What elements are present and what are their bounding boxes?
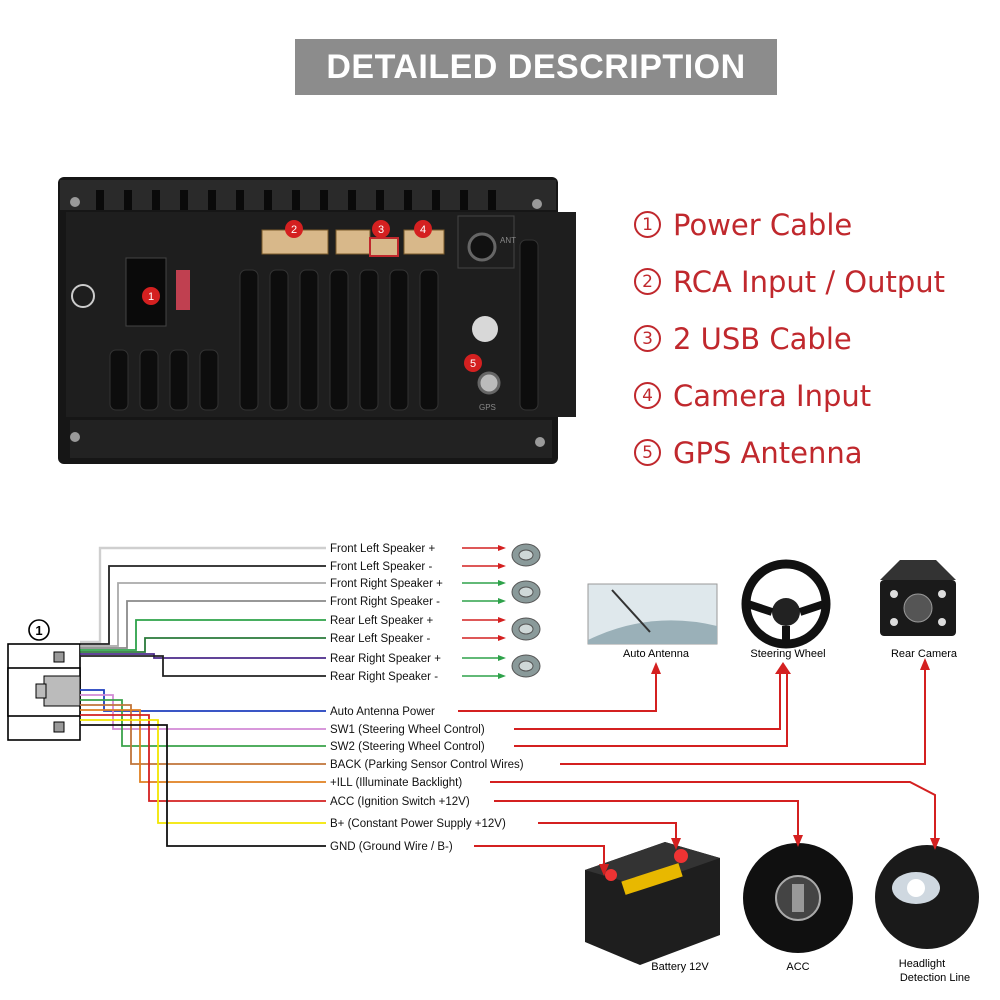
- harness-connector: 1: [7, 619, 81, 741]
- headlight-icon: [875, 845, 979, 949]
- auto-antenna-label: Auto Antenna: [623, 648, 690, 660]
- steering-wheel-icon: [741, 559, 831, 649]
- legend-number: 2: [634, 268, 661, 295]
- legend-item-camera: 4 Camera Input: [634, 367, 994, 424]
- wire: [80, 704, 326, 765]
- wire: [80, 582, 326, 647]
- wire-label: Rear Left Speaker -: [330, 633, 431, 645]
- wire-label: Rear Left Speaker +: [330, 615, 434, 627]
- speaker-arrow-head: [498, 580, 506, 586]
- rear-camera-icon: [880, 560, 956, 636]
- wire-label: B+ (Constant Power Supply +12V): [330, 818, 506, 830]
- wire: [80, 699, 326, 747]
- wire: [80, 724, 326, 847]
- legend-label: Camera Input: [673, 378, 872, 413]
- speaker-icon: [511, 654, 541, 678]
- page-title: DETAILED DESCRIPTION: [326, 47, 746, 86]
- wire-label: +ILL (Illuminate Backlight): [330, 777, 462, 789]
- speaker-icons: [511, 543, 541, 678]
- wire-label: SW2 (Steering Wheel Control): [330, 741, 485, 753]
- wire-label: ACC (Ignition Switch +12V): [330, 796, 470, 808]
- wire: [80, 637, 326, 653]
- headlight-label-line2: Detection Line: [900, 972, 970, 984]
- legend: 1 Power Cable 2 RCA Input / Output 3 2 U…: [634, 196, 994, 481]
- speaker-arrow-head: [498, 545, 506, 551]
- wire-layer: [80, 545, 506, 847]
- legend-number: 3: [634, 325, 661, 352]
- wire: [80, 719, 326, 824]
- connector-label: 1: [35, 623, 42, 638]
- wire: [80, 600, 326, 649]
- acc-icon: [743, 843, 853, 953]
- speaker-arrow-head: [498, 563, 506, 569]
- speaker-arrow-head: [498, 655, 506, 661]
- legend-number: 4: [634, 382, 661, 409]
- speaker-icon: [511, 580, 541, 604]
- legend-item-rca: 2 RCA Input / Output: [634, 253, 994, 310]
- wire-label-layer: Front Left Speaker + Front Left Speaker -…: [330, 543, 524, 853]
- legend-number: 1: [634, 211, 661, 238]
- steering-wheel-label: Steering Wheel: [750, 648, 825, 660]
- wire: [80, 709, 326, 783]
- page-title-banner: DETAILED DESCRIPTION: [295, 39, 777, 95]
- legend-number: 5: [634, 439, 661, 466]
- wire: [80, 619, 326, 651]
- wire-label: BACK (Parking Sensor Control Wires): [330, 759, 524, 771]
- battery-icon: [585, 842, 720, 965]
- wire-label: Front Right Speaker +: [330, 578, 443, 590]
- wire: [80, 655, 326, 677]
- wire-label: GND (Ground Wire / B-): [330, 841, 453, 853]
- acc-label: ACC: [786, 961, 809, 973]
- headlight-label-line1: Headlight: [899, 958, 945, 970]
- wire: [80, 694, 326, 730]
- arrow-heads: [599, 658, 940, 876]
- speaker-icon: [511, 543, 541, 567]
- speaker-icon: [511, 617, 541, 641]
- wire-label: Rear Right Speaker -: [330, 671, 438, 683]
- legend-label: 2 USB Cable: [673, 321, 852, 356]
- legend-label: GPS Antenna: [673, 435, 863, 470]
- legend-label: Power Cable: [673, 207, 853, 242]
- wire-label: Front Left Speaker +: [330, 543, 435, 555]
- speaker-arrow-head: [498, 635, 506, 641]
- legend-item-usb: 3 2 USB Cable: [634, 310, 994, 367]
- battery-label: Battery 12V: [651, 961, 709, 973]
- rear-camera-label: Rear Camera: [891, 648, 958, 660]
- legend-item-gps: 5 GPS Antenna: [634, 424, 994, 481]
- connector-arrows: [458, 668, 936, 866]
- wire-label: Front Left Speaker -: [330, 561, 432, 573]
- auto-antenna-image: [587, 583, 718, 645]
- wire-label: Auto Antenna Power: [330, 706, 435, 718]
- legend-item-power-cable: 1 Power Cable: [634, 196, 994, 253]
- wire: [80, 565, 326, 645]
- wire: [80, 714, 326, 802]
- legend-label: RCA Input / Output: [673, 264, 946, 299]
- speaker-arrow-head: [498, 617, 506, 623]
- wire-label: Front Right Speaker -: [330, 596, 440, 608]
- wire-label: Rear Right Speaker +: [330, 653, 441, 665]
- wire-label: SW1 (Steering Wheel Control): [330, 724, 485, 736]
- speaker-arrow-head: [498, 598, 506, 604]
- wire: [80, 546, 326, 644]
- speaker-arrow-head: [498, 673, 506, 679]
